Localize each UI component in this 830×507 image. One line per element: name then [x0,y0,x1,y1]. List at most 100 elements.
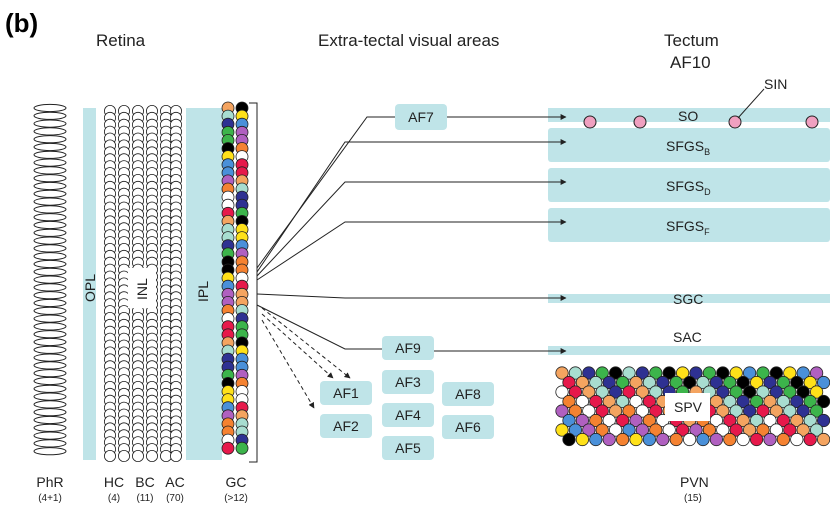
pvn-cell [702,366,717,380]
pvn-cell [602,413,616,428]
pvn-cell [709,413,724,428]
sfgs-d-sub: D [704,187,711,197]
ganglion-cell-columns [221,101,249,455]
af2-box [320,414,372,438]
pvn-label: PVN [680,474,709,490]
photoreceptor-coil [33,392,67,401]
sfgs-b-main: SFGS [666,138,704,154]
photoreceptor-coil [33,423,67,432]
photoreceptor-coil [33,213,67,222]
pvn-cell [622,385,636,399]
pvn-cell [595,366,609,380]
pvn-cell [555,366,569,380]
pvn-cell [796,385,810,399]
photoreceptor-coil [33,135,67,144]
photoreceptor-coil [33,275,67,284]
pvn-cell [689,423,703,437]
pvn-cell [589,432,603,447]
pvn-cell [608,404,623,418]
pvn-cell [562,432,576,447]
pvn-cell [575,375,590,390]
ac-count: (70) [166,493,184,504]
gc-bracket [249,102,258,463]
photoreceptor-coil [33,447,67,456]
af6-label: AF6 [455,419,481,435]
sgc-band [548,294,830,303]
pvn-cell [582,404,596,418]
pvn-cell [615,432,630,447]
retina-header: Retina [96,31,146,50]
bc-count: (11) [136,493,153,504]
af7-box [395,104,447,130]
pvn-cell [736,413,750,428]
axon-to-sfgs-f [256,219,567,281]
af6-box [442,415,494,439]
photoreceptor-coil [33,228,67,237]
pvn-cell [716,385,730,399]
pvn-cell [555,423,569,437]
ac-label: AC [165,474,184,490]
photoreceptor-coil [33,158,67,167]
sin-cell [805,115,819,129]
pvn-cell [555,404,569,418]
pvn-cell [622,366,636,380]
photoreceptor-stack [33,103,67,456]
spv-label: SPV [674,399,703,415]
inl-cell [145,449,158,462]
sin-cell [728,115,742,129]
ganglion-cell [235,441,249,455]
pvn-cell [803,413,817,428]
photoreceptor-coil [33,103,67,113]
pvn-cell [790,432,804,447]
af2-label: AF2 [333,418,359,434]
pvn-cell [776,394,791,409]
af1-label: AF1 [333,385,359,401]
photoreceptor-coil [33,205,67,214]
sac-label: SAC [673,329,702,345]
axon-to-af-cluster [261,313,334,379]
af9-label: AF9 [395,340,421,356]
af3-label: AF3 [395,374,421,390]
sfgs-d-label: SFGSD [666,178,711,197]
photoreceptor-coil [33,314,67,323]
sfgs-b-band [548,128,830,162]
axon-to-af9-and-sac [256,304,566,351]
pvn-cell [608,366,623,380]
pvn-cell [736,432,750,447]
pvn-cell [783,404,797,418]
pvn-cell [562,413,576,428]
pvn-cell [723,432,737,447]
inl-cell [118,449,131,462]
pvn-cell [803,375,817,390]
pvn-cell [769,366,784,380]
photoreceptor-coil [33,189,67,198]
pvn-cell-array [555,366,830,447]
opl-label: OPL [82,274,98,302]
pvn-cell [803,432,817,447]
pvn-cell [796,366,810,380]
pvn-cell [629,394,643,409]
photoreceptor-coil [33,111,67,120]
axon-to-af1 [261,307,351,379]
pvn-cell [776,432,791,447]
gc-label: GC [226,474,247,490]
photoreceptor-coil [33,119,67,128]
pvn-cell [756,404,770,418]
af9-box [382,336,434,360]
af7-label: AF7 [408,109,434,125]
pvn-cell [769,423,784,437]
photoreceptor-coil [33,236,67,245]
pvn-cell [582,423,596,437]
photoreceptor-coil [33,150,67,159]
pvn-cell [662,366,676,380]
pvn-cell [763,432,777,447]
photoreceptor-coil [33,345,67,354]
pvn-cell [622,404,636,418]
photoreceptor-coil [33,369,67,378]
pvn-cell [642,394,657,409]
pvn-cell [803,394,817,409]
pvn-cell [622,423,636,437]
pvn-cell [716,366,730,380]
pvn-cell [742,366,757,380]
pvn-cell [575,432,590,447]
